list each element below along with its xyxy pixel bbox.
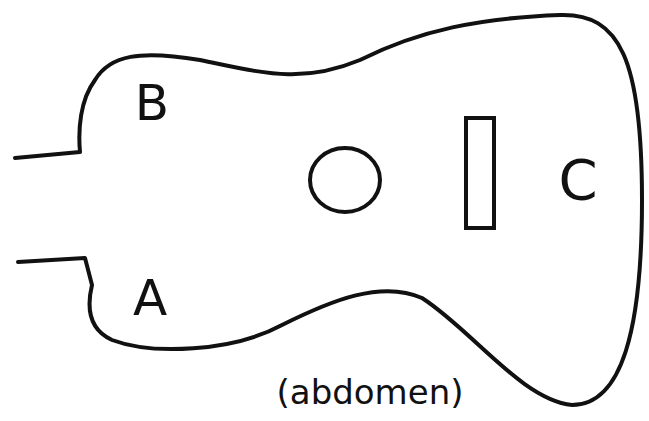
region-label: A xyxy=(133,273,167,323)
rect-organ xyxy=(466,118,494,228)
region-label: C xyxy=(558,152,597,208)
region-label: B xyxy=(135,78,169,128)
circle-organ xyxy=(310,148,380,212)
body-outline xyxy=(15,15,642,405)
caption: (abdomen) xyxy=(277,375,464,409)
